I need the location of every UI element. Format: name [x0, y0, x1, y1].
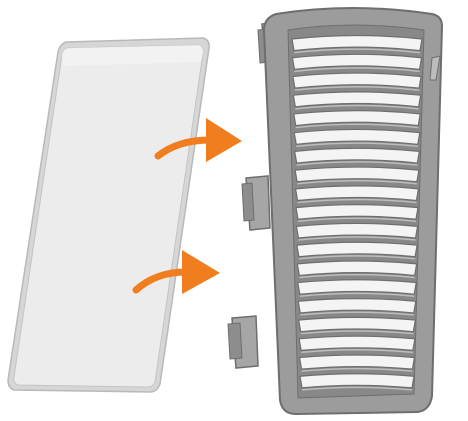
frame-slot: [299, 317, 416, 331]
frame-slot: [300, 355, 415, 369]
filter-frame: [228, 8, 442, 414]
frame-slot: [299, 336, 415, 350]
frame-slot: [300, 374, 414, 388]
frame-slot: [298, 299, 416, 313]
filter-pad-face: [14, 45, 203, 387]
filter-pad: [8, 38, 209, 392]
